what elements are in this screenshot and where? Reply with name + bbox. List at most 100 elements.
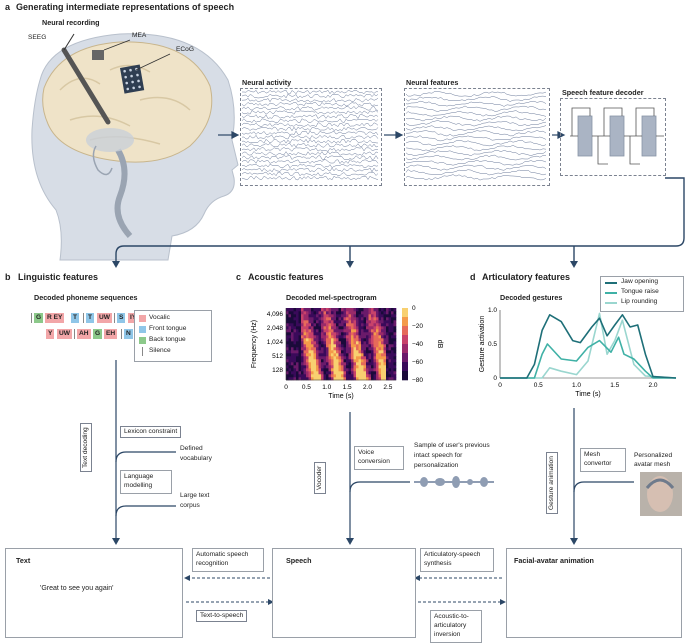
speech-output-box bbox=[272, 548, 416, 638]
spectrogram-cell bbox=[348, 332, 352, 336]
spectrogram-cell bbox=[326, 332, 329, 336]
phoneme-chip: T bbox=[71, 313, 80, 323]
spectrogram-cell bbox=[291, 311, 294, 315]
spectrogram-cell bbox=[386, 329, 389, 333]
spectrogram-cell bbox=[326, 335, 329, 339]
spectrogram-cell bbox=[388, 350, 392, 354]
spectrogram-cell bbox=[311, 323, 314, 327]
spectrogram-cell bbox=[291, 329, 294, 333]
spectrogram-cell bbox=[308, 323, 312, 327]
spectrogram-cell bbox=[286, 326, 289, 330]
spectrogram-cell bbox=[298, 365, 302, 369]
spectrogram-cell bbox=[366, 335, 369, 339]
spectrogram-cell bbox=[321, 368, 324, 372]
spectrogram-cell bbox=[358, 347, 362, 351]
spectrogram-cell bbox=[336, 326, 339, 330]
spectrogram-cell bbox=[388, 332, 392, 336]
spectrogram-cell bbox=[366, 350, 369, 354]
spectrogram-cell bbox=[358, 326, 362, 330]
spectrogram-cell bbox=[388, 377, 392, 381]
spectrogram-cell bbox=[336, 329, 339, 333]
spectrogram-cell bbox=[353, 338, 357, 342]
spectrogram-cell bbox=[368, 374, 372, 378]
legend-back-tongue: Back tongue bbox=[149, 336, 186, 343]
spectrogram-cell bbox=[316, 332, 319, 336]
spectrogram-cell bbox=[306, 365, 309, 369]
spectrogram-cell bbox=[321, 371, 324, 375]
spectrogram-cell bbox=[313, 320, 317, 324]
spectrogram-cell bbox=[291, 323, 294, 327]
spectrogram-cell bbox=[316, 359, 319, 363]
spectrogram-cell bbox=[333, 371, 337, 375]
spectrogram-cell bbox=[353, 356, 357, 360]
spectrogram-cell bbox=[366, 326, 369, 330]
spectrogram-cell bbox=[383, 356, 387, 360]
spectrogram-cell bbox=[303, 356, 307, 360]
spectrogram-cell bbox=[363, 314, 367, 318]
spectrogram-cell bbox=[293, 335, 297, 339]
spectrogram-cell bbox=[373, 371, 377, 375]
spectrogram-cell bbox=[376, 317, 379, 321]
spectrogram-cell bbox=[306, 326, 309, 330]
spectrogram-cell bbox=[353, 311, 357, 315]
spectrogram-cell bbox=[323, 344, 327, 348]
spectrogram-cell bbox=[391, 308, 394, 312]
decoder-title: Speech feature decoder bbox=[562, 88, 644, 97]
spectrogram-cell bbox=[323, 341, 327, 345]
spectrogram-cell bbox=[331, 308, 334, 312]
spectrogram-cell bbox=[376, 356, 379, 360]
spectrogram-cell bbox=[336, 377, 339, 381]
spectrogram-cell bbox=[301, 371, 304, 375]
spectrogram-cell bbox=[341, 344, 344, 348]
spectrogram-cell bbox=[383, 341, 387, 345]
spectrogram-cell bbox=[288, 320, 292, 324]
spectrogram-cell bbox=[308, 335, 312, 339]
gest-x-tick: 1.5 bbox=[610, 382, 619, 389]
spectrogram-cell bbox=[373, 308, 377, 312]
spectrogram-cell bbox=[321, 353, 324, 357]
spectrogram-cell bbox=[323, 332, 327, 336]
spectrogram-cell bbox=[333, 347, 337, 351]
spectrogram-cell bbox=[303, 347, 307, 351]
spectrogram-cell bbox=[386, 317, 389, 321]
spectrogram-cell bbox=[388, 341, 392, 345]
spectrogram-cell bbox=[373, 362, 377, 366]
spectrogram-cell bbox=[373, 353, 377, 357]
spectrogram-cell bbox=[323, 338, 327, 342]
spectrogram-cell bbox=[376, 350, 379, 354]
spectrogram-cell bbox=[343, 362, 347, 366]
spectrogram-cell bbox=[321, 362, 324, 366]
spectrogram-cell bbox=[306, 311, 309, 315]
spectrogram-cell bbox=[288, 368, 292, 372]
spectrogram-cell bbox=[311, 341, 314, 345]
spectrogram-cell bbox=[383, 371, 387, 375]
spectrogram-cell bbox=[351, 329, 354, 333]
spectrogram-cell bbox=[303, 329, 307, 333]
spectrogram-cell bbox=[393, 308, 397, 312]
spectrogram-cell bbox=[378, 356, 382, 360]
spectrogram-cell bbox=[306, 368, 309, 372]
spectrogram-cell bbox=[393, 365, 397, 369]
spectrogram-cell bbox=[373, 377, 377, 381]
spectrogram-cell bbox=[328, 332, 332, 336]
spectrogram-cell bbox=[301, 320, 304, 324]
spectrogram-cell bbox=[306, 338, 309, 342]
spectrogram-cell bbox=[371, 329, 374, 333]
spectrogram-cell bbox=[356, 344, 359, 348]
spectrogram-cell bbox=[321, 365, 324, 369]
spectrogram-cell bbox=[288, 371, 292, 375]
spectrogram-cell bbox=[386, 335, 389, 339]
spectrogram-cell bbox=[358, 350, 362, 354]
spectrogram-cell bbox=[308, 350, 312, 354]
phoneme-chip: T bbox=[86, 313, 95, 323]
spectrogram-cell bbox=[363, 317, 367, 321]
spectrogram-cell bbox=[393, 362, 397, 366]
sample-text-2: intact speech for bbox=[414, 452, 463, 459]
spectrogram-cell bbox=[383, 311, 387, 315]
colorbar-tick: −40 bbox=[412, 341, 423, 348]
spectrogram-cell bbox=[328, 308, 332, 312]
spectrogram-cell bbox=[371, 317, 374, 321]
spectrogram-cell bbox=[318, 329, 322, 333]
spectrogram-cell bbox=[353, 353, 357, 357]
spectrogram-cell bbox=[371, 377, 374, 381]
